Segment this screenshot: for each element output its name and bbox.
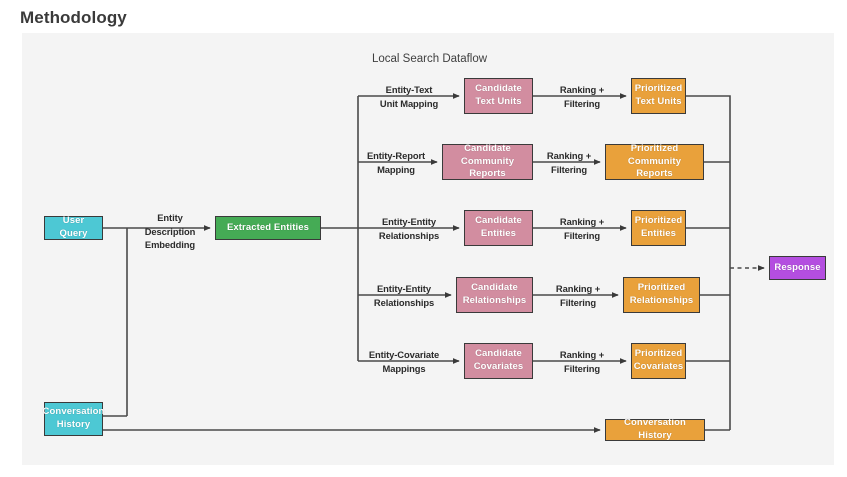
edge-label-row5-ranking: Ranking + Filtering	[559, 349, 605, 374]
node-conversation-history-output[interactable]: Conversation History	[605, 417, 705, 441]
node-user-query[interactable]: User Query	[44, 215, 103, 240]
diagram-title: Local Search Dataflow	[372, 53, 488, 65]
node-prioritized-covariates[interactable]: Prioritized Covariates	[631, 343, 686, 379]
edge-label-row3-mapping: Entity-Entity Relationships	[378, 216, 440, 241]
node-response[interactable]: Response	[769, 256, 826, 280]
node-prioritized-text-units[interactable]: Prioritized Text Units	[631, 78, 686, 114]
edge-label-row2-ranking: Ranking + Filtering	[546, 150, 592, 175]
edge-label-row3-ranking: Ranking + Filtering	[559, 216, 605, 241]
edge-label-row2-mapping: Entity-Report Mapping	[366, 150, 426, 175]
node-prioritized-community-reports[interactable]: Prioritized Community Reports	[605, 143, 704, 180]
diagram-edges	[103, 93, 765, 433]
edge-label-row5-mapping: Entity-Covariate Mappings	[368, 349, 440, 374]
edge-label-row1-ranking: Ranking + Filtering	[559, 84, 605, 109]
node-candidate-covariates[interactable]: Candidate Covariates	[464, 343, 533, 379]
node-candidate-entities[interactable]: Candidate Entities	[464, 210, 533, 246]
edge-label-row1-mapping: Entity-Text Unit Mapping	[379, 84, 439, 109]
diagram-canvas: Local Search Dataflow User Query Convers…	[22, 33, 834, 465]
edge-row1-collect	[686, 95, 731, 268]
node-candidate-community-reports[interactable]: Candidate Community Reports	[442, 143, 533, 180]
node-conversation-history[interactable]: Conversation History	[43, 402, 104, 436]
page-title: Methodology	[20, 8, 127, 27]
edge-label-row4-ranking: Ranking + Filtering	[555, 283, 601, 308]
edge-label-entity-description-embedding: Entity Description Embedding	[144, 212, 196, 251]
edge-label-row4-mapping: Entity-Entity Relationships	[373, 283, 435, 308]
node-prioritized-relationships[interactable]: Prioritized Relationships	[623, 277, 700, 313]
node-prioritized-entities[interactable]: Prioritized Entities	[631, 210, 686, 246]
node-candidate-relationships[interactable]: Candidate Relationships	[456, 277, 533, 313]
node-candidate-text-units[interactable]: Candidate Text Units	[464, 78, 533, 114]
node-extracted-entities[interactable]: Extracted Entities	[215, 216, 321, 240]
